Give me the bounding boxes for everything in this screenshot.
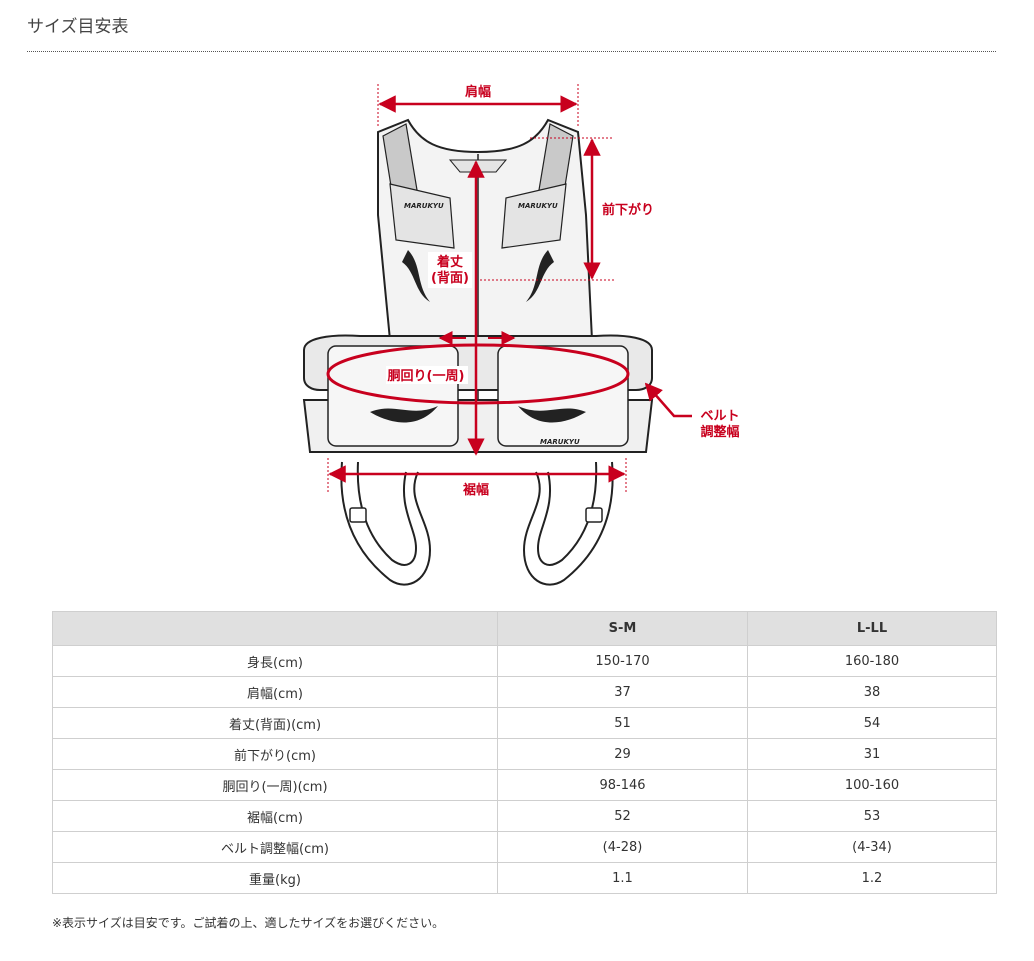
value-s-m: 37 [497, 676, 748, 708]
belt-label-line1: ベルト [700, 409, 739, 424]
table-row: ベルト調整幅(cm) (4-28) (4-34) [52, 831, 997, 863]
table-row: 着丈(背面)(cm) 51 54 [52, 707, 997, 739]
table-row: 重量(kg) 1.1 1.2 [52, 862, 997, 894]
value-l-ll: 1.2 [747, 862, 997, 894]
crotch-strap-left [340, 461, 432, 586]
length-label-line2: (背面) [431, 270, 469, 286]
vest-size-diagram: MARUKYU MARUKYU MARUKYU 肩幅 前下がり [290, 80, 760, 590]
value-l-ll: 53 [747, 800, 997, 832]
crotch-strap-right [522, 461, 614, 586]
table-row: 胴回り(一周)(cm) 98-146 100-160 [52, 769, 997, 801]
page-title: サイズ目安表 [27, 17, 129, 37]
value-s-m: 52 [497, 800, 748, 832]
value-l-ll: 100-160 [747, 769, 997, 801]
brand-logo-pouch: MARUKYU [540, 438, 580, 446]
value-l-ll: (4-34) [747, 831, 997, 863]
header-cell-blank [52, 611, 498, 646]
table-header-row: S-M L-LL [52, 611, 997, 646]
brand-logo-right: MARUKYU [518, 202, 558, 210]
row-label: 着丈(背面)(cm) [52, 707, 498, 739]
value-l-ll: 160-180 [747, 645, 997, 677]
row-label: 重量(kg) [52, 862, 498, 894]
waist-label: 胴回り(一周) [388, 369, 465, 384]
row-label: 胴回り(一周)(cm) [52, 769, 498, 801]
value-s-m: 51 [497, 707, 748, 739]
value-s-m: 29 [497, 738, 748, 770]
value-s-m: 98-146 [497, 769, 748, 801]
value-l-ll: 38 [747, 676, 997, 708]
header-cell-l-ll: L-LL [747, 611, 997, 646]
brand-logo-left: MARUKYU [404, 202, 444, 210]
waist-ellipse [326, 343, 630, 405]
table-row: 身長(cm) 150-170 160-180 [52, 645, 997, 677]
title-divider [27, 51, 996, 52]
value-s-m: 1.1 [497, 862, 748, 894]
strap-buckle-right [585, 507, 603, 523]
value-l-ll: 31 [747, 738, 997, 770]
row-label: 裾幅(cm) [52, 800, 498, 832]
value-s-m: 150-170 [497, 645, 748, 677]
strap-buckle-left [349, 507, 367, 523]
header-cell-s-m: S-M [497, 611, 748, 646]
belt-label-line2: 調整幅 [700, 424, 739, 440]
row-label: 前下がり(cm) [52, 738, 498, 770]
length-label-line1: 着丈 [436, 254, 463, 270]
shoulder-width-label: 肩幅 [465, 84, 491, 100]
table-row: 裾幅(cm) 52 53 [52, 800, 997, 832]
belt-adjust-arrow [644, 382, 692, 418]
row-label: 肩幅(cm) [52, 676, 498, 708]
hem-width-label: 裾幅 [463, 482, 489, 498]
value-l-ll: 54 [747, 707, 997, 739]
value-s-m: (4-28) [497, 831, 748, 863]
row-label: 身長(cm) [52, 645, 498, 677]
table-row: 肩幅(cm) 37 38 [52, 676, 997, 708]
size-chart-table: S-M L-LL 身長(cm) 150-170 160-180 肩幅(cm) 3… [52, 611, 997, 894]
row-label: ベルト調整幅(cm) [52, 831, 498, 863]
front-drop-label: 前下がり [602, 202, 654, 218]
table-row: 前下がり(cm) 29 31 [52, 738, 997, 770]
size-footnote: ※表示サイズは目安です。ご試着の上、適したサイズをお選びください。 [52, 916, 445, 930]
